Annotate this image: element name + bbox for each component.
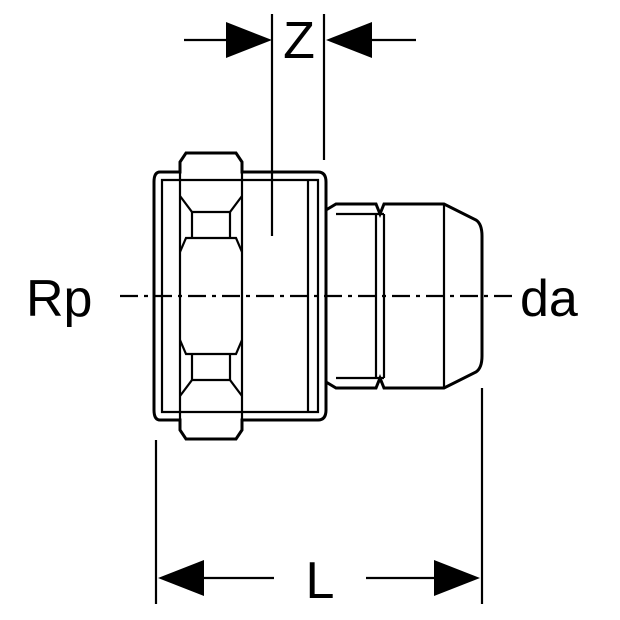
z-dimension: Z — [184, 12, 416, 236]
hex-nut-mid-facet-top — [178, 236, 244, 253]
da-label: da — [520, 270, 578, 328]
l-label: L — [306, 552, 335, 610]
l-arrow-left — [158, 560, 204, 596]
fitting-outer-shell — [152, 151, 328, 441]
fitting-inner-shell — [160, 178, 320, 414]
l-dimension: L — [154, 388, 484, 610]
hex-nut-upper-facet — [179, 195, 243, 214]
l-arrow-right — [434, 560, 480, 596]
z-label: Z — [283, 12, 315, 70]
z-arrow-left — [226, 22, 272, 58]
rp-label: Rp — [26, 270, 92, 328]
hex-nut-mid-facet-bottom — [178, 339, 244, 356]
z-arrow-right — [326, 22, 372, 58]
spigot-outline — [325, 202, 484, 390]
hex-nut-lower-facet — [179, 378, 243, 397]
